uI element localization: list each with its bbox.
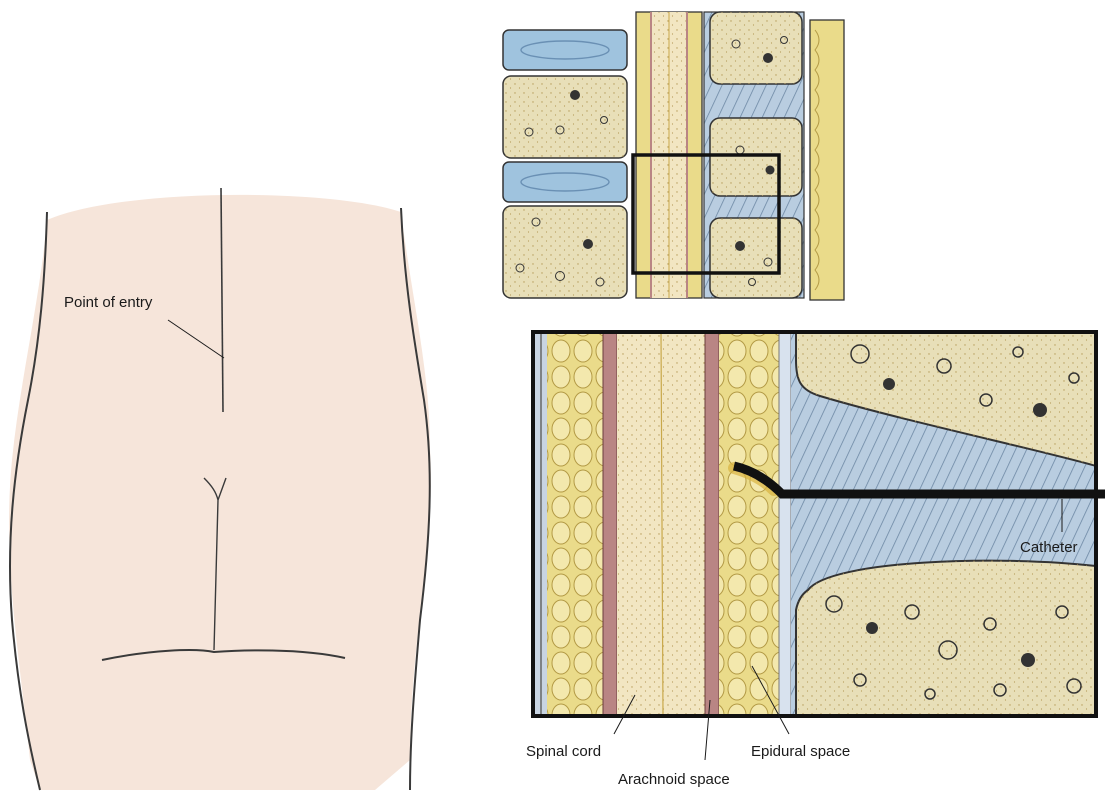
dura-right: [705, 332, 719, 716]
spine-overview: [503, 12, 844, 300]
epidural-fat: [719, 332, 779, 716]
back-figure: Point of entry: [9, 188, 431, 790]
epidural-space-label: Epidural space: [751, 743, 850, 760]
point-of-entry-label: Point of entry: [64, 294, 153, 311]
spinal-cord-label: Spinal cord: [526, 743, 601, 760]
posterior-fat-left: [547, 332, 603, 716]
back-silhouette: [9, 195, 431, 790]
dura-left: [603, 332, 617, 716]
detail-view: [533, 332, 1096, 716]
catheter-label: Catheter: [1020, 539, 1078, 556]
arachnoid-space-label: Arachnoid space: [618, 771, 730, 788]
